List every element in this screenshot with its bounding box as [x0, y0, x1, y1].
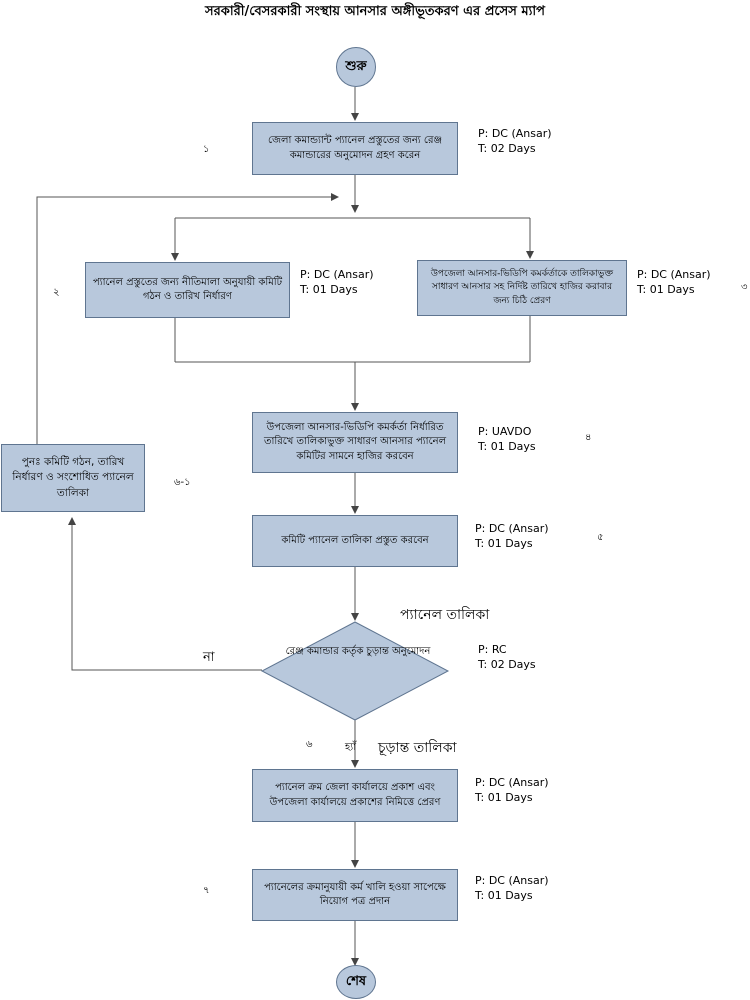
- step-4-text: উপজেলা আনসার-ভিডিপি কমর্কর্তা নির্ধারিত …: [263, 421, 447, 462]
- start-label: শুরু: [345, 58, 367, 74]
- step-6-1-text: পুনঃ কমিটি গঠন, তারিখ নির্ধারণ ও সংশোধিত…: [12, 456, 134, 499]
- step-5-person: P: DC (Ansar): [475, 522, 549, 535]
- yes-label: হ্যাঁ: [345, 742, 357, 753]
- step-6-text: রেঞ্জ কমান্ডার কর্তৃক চুড়ান্ত অনুমোদন: [285, 646, 431, 657]
- step-4-meta: P: UAVDO T: 01 Days: [478, 425, 536, 455]
- step-5-number: ৫: [597, 532, 604, 543]
- step-4-box: উপজেলা আনসার-ভিডিপি কমর্কর্তা নির্ধারিত …: [252, 412, 458, 473]
- step-5-text: কমিটি প্যানেল তালিকা প্রস্তুত করবেন: [281, 534, 429, 546]
- step-1-meta: P: DC (Ansar) T: 02 Days: [478, 127, 552, 157]
- step-5-meta: P: DC (Ansar) T: 01 Days: [475, 522, 549, 552]
- end-label: শেষ: [345, 973, 367, 989]
- step-1-box: জেলা কমান্ড্যান্ট প্যানেল প্রস্তুতের জন্…: [252, 122, 458, 175]
- end-node: শেষ: [336, 965, 376, 999]
- step-7-person: P: DC (Ansar): [475, 874, 549, 887]
- panel-list-label: প্যানেল তালিকা: [400, 607, 490, 623]
- start-node: শুরু: [336, 47, 376, 87]
- step-2-time: T: 01 Days: [300, 282, 358, 296]
- step-publish-time: T: 01 Days: [475, 790, 533, 804]
- step-3-time: T: 01 Days: [637, 282, 695, 296]
- step-2-person: P: DC (Ansar): [300, 268, 374, 281]
- step-publish-meta: P: DC (Ansar) T: 01 Days: [475, 776, 549, 806]
- step-2-number: ২: [53, 287, 60, 298]
- step-6-1-box: পুনঃ কমিটি গঠন, তারিখ নির্ধারণ ও সংশোধিত…: [1, 444, 145, 512]
- step-2-text: প্যানেল প্রস্তুতের জন্য নীতিমালা অনুযায়…: [92, 276, 283, 303]
- final-list-label: চূড়ান্ত তালিকা: [378, 740, 457, 756]
- step-3-text: উপজেলা আনসার-ভিডিপি কমর্কর্তাকে তালিকাভু…: [430, 269, 614, 306]
- decision-diamond: [260, 621, 450, 721]
- step-1-time: T: 02 Days: [478, 141, 536, 155]
- step-3-number: ৩: [741, 282, 748, 293]
- step-6-person: P: RC: [478, 643, 507, 656]
- step-5-time: T: 01 Days: [475, 536, 533, 550]
- step-6-time: T: 02 Days: [478, 657, 536, 671]
- connector-loop-back: [36, 193, 339, 444]
- no-label: না: [203, 650, 215, 665]
- step-7-box: প্যানেলের ক্রমানুযায়ী কর্ম খালি হওয়া স…: [252, 869, 458, 921]
- step-publish-person: P: DC (Ansar): [475, 776, 549, 789]
- step-1-text: জেলা কমান্ড্যান্ট প্যানেল প্রস্তুতের জন্…: [268, 135, 442, 161]
- step-6-meta: P: RC T: 02 Days: [478, 643, 536, 673]
- step-5-box: কমিটি প্যানেল তালিকা প্রস্তুত করবেন: [252, 515, 458, 567]
- step-2-box: প্যানেল প্রস্তুতের জন্য নীতিমালা অনুযায়…: [85, 262, 290, 318]
- step-3-person: P: DC (Ansar): [637, 268, 711, 281]
- step-7-time: T: 01 Days: [475, 888, 533, 902]
- step-1-person: P: DC (Ansar): [478, 127, 552, 140]
- connector-no-branch: [68, 517, 262, 671]
- step-7-text: প্যানেলের ক্রমানুযায়ী কর্ম খালি হওয়া স…: [264, 881, 446, 908]
- page-title: সরকারী/বেসরকারী সংস্থায় আনসার অঙ্গীভূতক…: [205, 4, 545, 19]
- step-7-meta: P: DC (Ansar) T: 01 Days: [475, 874, 549, 904]
- step-3-box: উপজেলা আনসার-ভিডিপি কমর্কর্তাকে তালিকাভু…: [417, 260, 627, 316]
- step-4-time: T: 01 Days: [478, 439, 536, 453]
- step-publish-box: প্যানেল ক্রম জেলা কার্যালয়ে প্রকাশ এবং …: [252, 769, 458, 822]
- step-publish-text: প্যানেল ক্রম জেলা কার্যালয়ে প্রকাশ এবং …: [269, 782, 441, 808]
- step-1-number: ১: [203, 144, 210, 155]
- step-3-meta: P: DC (Ansar) T: 01 Days: [637, 268, 711, 298]
- step-6-number: ৬: [306, 739, 313, 750]
- step-4-person: P: UAVDO: [478, 425, 532, 438]
- step-2-meta: P: DC (Ansar) T: 01 Days: [300, 268, 374, 298]
- step-7-number: ৭: [203, 885, 210, 896]
- step-6-1-number: ৬-১: [174, 477, 191, 488]
- step-4-number: ৪: [585, 432, 592, 443]
